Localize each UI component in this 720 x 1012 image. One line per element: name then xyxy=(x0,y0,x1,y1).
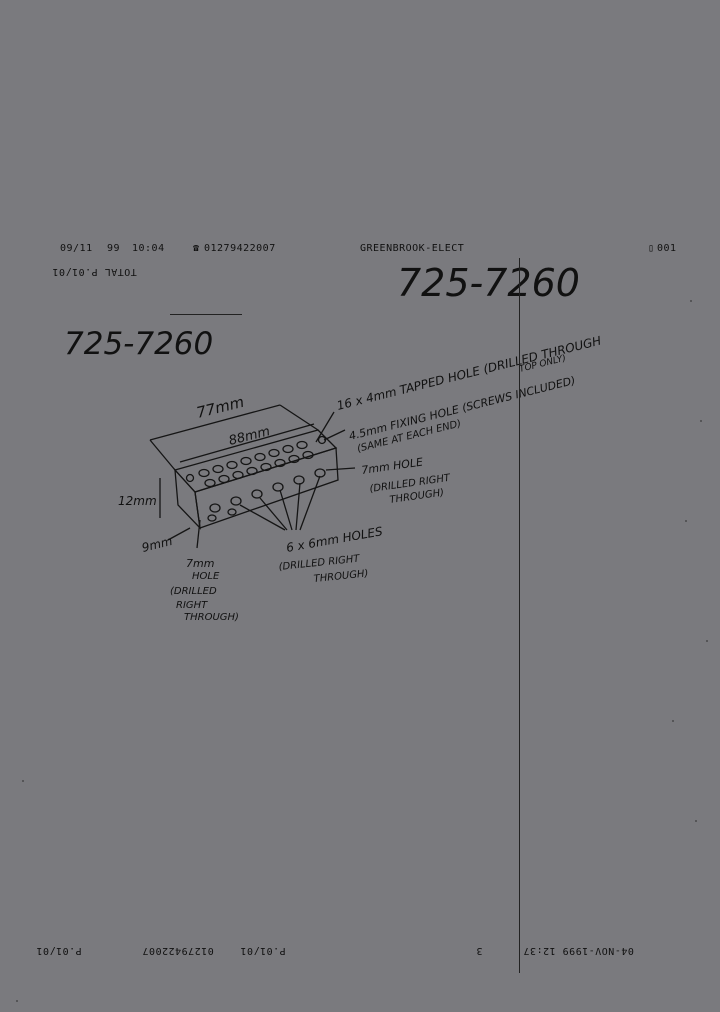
dim-77-line xyxy=(149,404,319,471)
scan-fold-line xyxy=(519,258,520,973)
dim-9-line xyxy=(167,527,191,541)
phone-icon: ☎ xyxy=(193,243,200,254)
fax-footer-number: 01279422007 xyxy=(142,945,214,956)
fax-footer-page-left-2: P.01/01 xyxy=(240,945,286,956)
fax-phone: 01279422007 xyxy=(204,243,276,254)
fax-year: 99 xyxy=(107,243,121,254)
fax-page: 001 xyxy=(657,243,677,254)
callout-7mm-left-2: HOLE xyxy=(192,571,220,582)
block-left-face xyxy=(174,468,201,530)
scan-noise-speck xyxy=(16,1000,18,1002)
handwritten-underline xyxy=(170,314,242,315)
scan-noise-speck xyxy=(22,780,24,782)
fax-time: 10:04 xyxy=(132,243,165,254)
fax-footer-datetime: 04-NOV-1999 12:37 xyxy=(523,945,634,956)
leader-7mm-right xyxy=(325,467,356,471)
fax-date: 09/11 xyxy=(60,243,93,254)
callout-fixing-1: 4.5mm FIXING HOLE (SCREWS INCLUDED) xyxy=(348,374,577,443)
side-holes xyxy=(207,468,326,522)
fax-footer-code: 3 xyxy=(476,945,483,956)
scan-noise-speck xyxy=(700,420,702,422)
callout-7mm-left-3: (DRILLED xyxy=(170,586,217,597)
leader-7mm-left xyxy=(196,519,201,549)
main-number-text: 725-7260 xyxy=(397,261,580,305)
dim-9-label: 9mm xyxy=(140,534,173,555)
handwritten-number-text: 725-7260 xyxy=(64,326,213,362)
leader-fixing xyxy=(323,429,346,441)
scan-noise-speck xyxy=(672,720,674,722)
leader-6x6 xyxy=(239,475,321,531)
fax-page-icon: ▯ xyxy=(648,243,655,254)
scan-noise-speck xyxy=(695,820,697,822)
dim-88-line xyxy=(179,423,315,463)
scan-noise-speck xyxy=(685,520,687,522)
block-front-face xyxy=(194,447,339,529)
callout-7mm-left-4: RIGHT xyxy=(176,600,208,611)
callout-7mm-left-5: THROUGH) xyxy=(184,612,239,623)
leader-tapped xyxy=(315,411,335,443)
callout-7mm-right-1: 7mm HOLE xyxy=(361,455,424,476)
scan-noise-speck xyxy=(690,300,692,302)
dim-12-label: 12mm xyxy=(118,494,157,508)
main-number-handwritten: 725-7260 xyxy=(397,261,580,305)
tapped-holes xyxy=(185,435,327,488)
handwritten-number: 725-7260 xyxy=(64,326,213,362)
scan-noise-speck xyxy=(706,640,708,642)
callout-6x6-3: THROUGH) xyxy=(313,568,369,585)
dim-77-label: 77mm xyxy=(195,393,246,422)
callout-7mm-left-1: 7mm xyxy=(186,557,214,570)
fax-sender: GREENBROOK-ELECT xyxy=(360,243,465,254)
fax-footer-page-left: P.01/01 xyxy=(36,945,82,956)
